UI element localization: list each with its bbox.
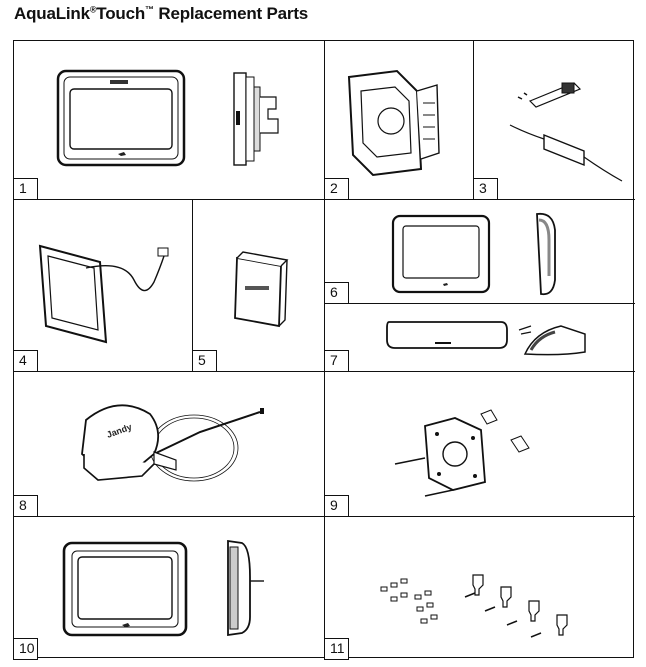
part-number-2: 2: [324, 178, 349, 200]
part-number-5: 5: [192, 350, 217, 372]
part-cell-9: 9: [324, 372, 635, 517]
page-title: AquaLink®Touch™ Replacement Parts: [14, 4, 308, 24]
touch-controller-front-side-icon: [56, 69, 279, 167]
circuit-board-power-supply-icon: [509, 82, 623, 182]
part-number-7: 7: [324, 350, 349, 372]
part-cell-3: 3: [473, 41, 635, 200]
part-cell-4: 4: [13, 200, 193, 372]
docking-cradle-icon: [386, 321, 586, 356]
part-number-11: 11: [324, 638, 349, 660]
mounting-plate-hardware-icon: [394, 409, 530, 497]
display-with-cable-icon: [38, 244, 169, 344]
title-rest: Replacement Parts: [158, 4, 309, 23]
title-product: Touch: [96, 4, 146, 23]
title-registered-mark: ®: [89, 4, 97, 15]
parts-grid: 1 2 3 4: [13, 40, 635, 660]
part-cell-6: 6: [324, 200, 635, 304]
part-cell-8: Jandy 8: [13, 372, 325, 517]
bezel-front-side-icon: [391, 212, 556, 296]
title-brand: AquaLink: [14, 4, 90, 23]
battery-pack-icon: [234, 251, 289, 328]
part-number-10: 10: [13, 638, 38, 660]
part-cell-7: 7: [324, 304, 635, 372]
part-number-4: 4: [13, 350, 38, 372]
title-trademark: ™: [145, 4, 154, 15]
part-cell-1: 1: [13, 41, 325, 200]
part-cell-2: 2: [324, 41, 474, 200]
part-number-1: 1: [13, 178, 38, 200]
part-cell-10: 10: [13, 517, 325, 660]
part-cell-5: 5: [192, 200, 325, 372]
screws-clips-hardware-icon: [380, 574, 568, 638]
wall-mount-bracket-icon: [347, 69, 440, 177]
part-cell-11: 11: [324, 517, 635, 660]
wireless-antenna-base-icon: Jandy: [81, 404, 264, 482]
part-number-9: 9: [324, 495, 349, 517]
part-number-8: 8: [13, 495, 38, 517]
part-number-3: 3: [473, 178, 498, 200]
part-number-6: 6: [324, 282, 349, 304]
controller-front-side-icon: [62, 539, 264, 637]
